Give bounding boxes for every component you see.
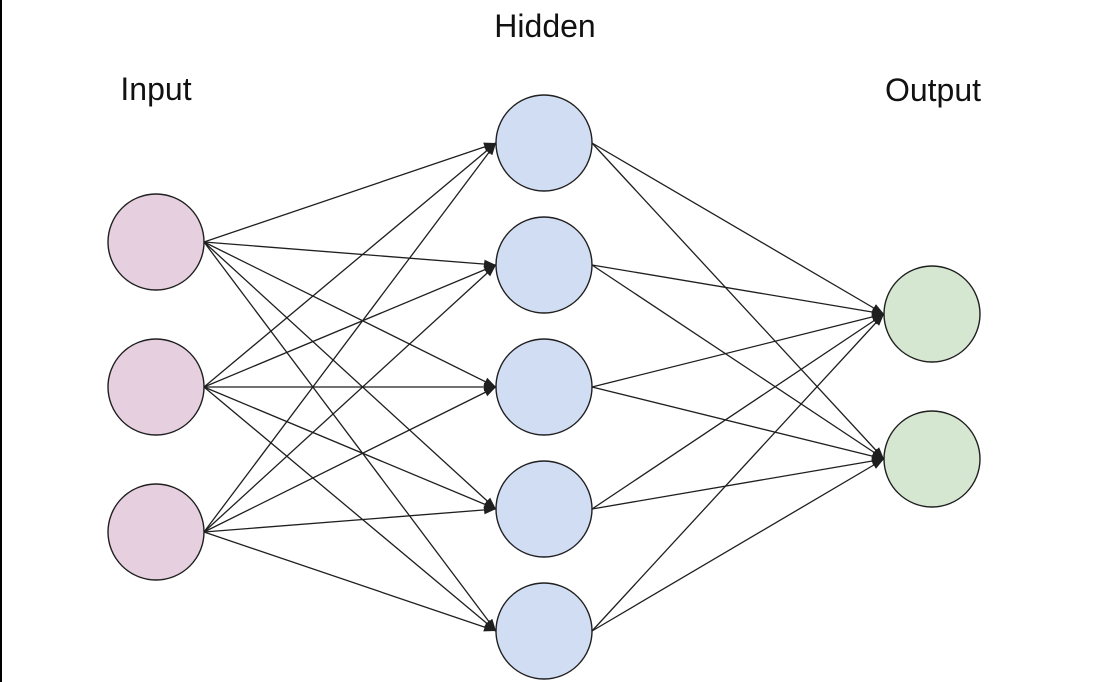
layer-label-output: Output xyxy=(885,72,981,108)
hidden-node-3 xyxy=(495,338,593,436)
input-node-1 xyxy=(107,193,205,291)
edge-input-3-hidden-3 xyxy=(203,386,497,533)
edge-input-3-hidden-5 xyxy=(203,531,497,632)
edge-input-1-hidden-3 xyxy=(203,241,497,388)
edge-input-3-hidden-4 xyxy=(203,505,497,533)
edge-hidden-4-output-1 xyxy=(591,313,885,510)
screen-left-edge xyxy=(0,0,2,682)
edge-hidden-5-output-2 xyxy=(591,458,885,632)
output-node-1 xyxy=(883,265,981,363)
edge-input-3-hidden-1 xyxy=(203,142,497,533)
input-node-2 xyxy=(107,338,205,436)
edge-hidden-3-output-1 xyxy=(591,312,885,388)
edge-input-2-hidden-5 xyxy=(203,386,497,632)
hidden-node-5 xyxy=(495,582,593,680)
edge-input-1-hidden-4 xyxy=(203,241,497,510)
hidden-node-2 xyxy=(495,216,593,314)
input-node-3 xyxy=(107,483,205,581)
edge-input-2-hidden-2 xyxy=(203,264,497,388)
edges-layer xyxy=(203,142,885,632)
edge-hidden-1-output-1 xyxy=(591,142,885,315)
hidden-node-4 xyxy=(495,460,593,558)
edge-hidden-5-output-1 xyxy=(591,313,885,632)
edge-input-1-hidden-1 xyxy=(203,142,497,243)
edge-hidden-3-output-2 xyxy=(591,386,885,461)
edge-hidden-4-output-2 xyxy=(591,456,885,510)
edge-input-1-hidden-2 xyxy=(203,241,497,269)
edge-input-3-hidden-2 xyxy=(203,264,497,533)
edge-hidden-2-output-2 xyxy=(591,264,885,460)
hidden-node-1 xyxy=(495,94,593,192)
edge-hidden-1-output-2 xyxy=(591,142,885,460)
layer-label-input: Input xyxy=(120,71,191,107)
nodes-layer xyxy=(107,94,981,680)
edge-input-2-hidden-1 xyxy=(203,142,497,388)
layer-label-hidden: Hidden xyxy=(494,8,595,44)
edge-hidden-2-output-1 xyxy=(591,264,885,317)
edge-input-2-hidden-4 xyxy=(203,386,497,510)
edge-input-1-hidden-5 xyxy=(203,241,497,632)
output-node-2 xyxy=(883,410,981,508)
